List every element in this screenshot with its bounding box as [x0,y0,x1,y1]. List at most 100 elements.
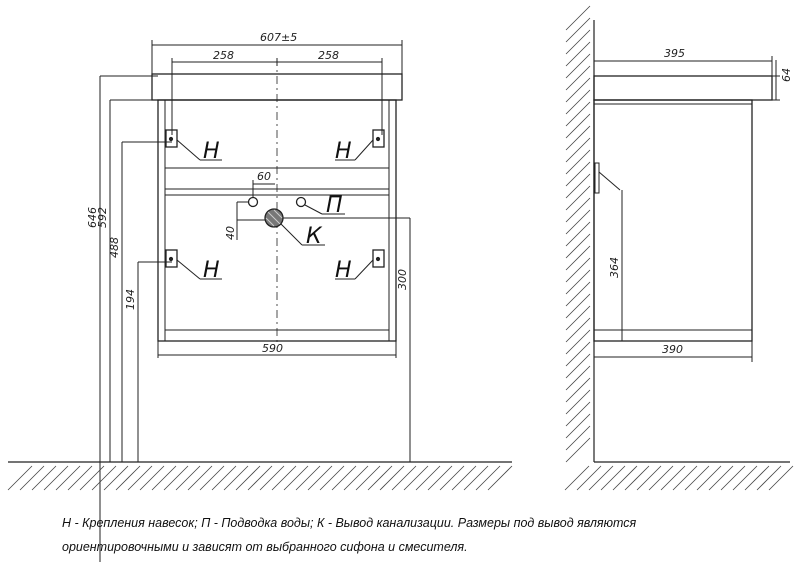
hatch-line [187,465,213,491]
hatch-line [565,89,591,115]
hatch-line [565,137,591,163]
hatch-line [624,465,650,491]
hatch-line [565,209,591,235]
hatch-line [367,465,393,491]
dim-spacing-left: 258 [213,49,234,62]
dim-drain-height: 300 [396,269,409,290]
hatch-line [565,17,591,43]
side-view [593,20,790,463]
hatch-line [565,65,591,91]
mount-bracket-tl [165,129,178,148]
hatch-line [636,465,662,491]
hatch-line [247,465,273,491]
side-wall-hatch [565,5,591,463]
hatch-line [91,465,117,491]
hatch-line [565,281,591,307]
hatch-line [565,173,591,199]
mount-bracket-tr [372,129,385,148]
mount-bracket-bl [165,249,178,268]
hatch-line [259,465,285,491]
hatch-line [576,465,602,491]
hatch-line [565,437,591,463]
dim-body-width: 590 [262,342,283,355]
hatch-line [175,465,201,491]
hatch-line [565,317,591,343]
hatch-line [115,465,141,491]
hatch-line [199,465,225,491]
hatch-line [648,465,674,491]
hatch-line [295,465,321,491]
hatch-line [403,465,429,491]
dim-height-194: 194 [124,289,137,310]
hatch-line [103,465,129,491]
hatch-line [565,161,591,187]
hatch-line [415,465,441,491]
hatch-line [565,329,591,355]
side-cabinet-body [593,99,753,342]
hatch-line [565,101,591,127]
dim-door-height: 364 [608,257,621,278]
hatch-line [391,465,417,491]
dim-bottom-depth: 390 [662,343,683,356]
hatch-line [139,465,165,491]
dim-top-depth: 395 [664,47,685,60]
hatch-line [565,77,591,103]
dim-height-488: 488 [108,237,121,258]
hatch-line [565,5,591,31]
hatch-line [211,465,237,491]
dim-pipe-offset: 60 [257,170,271,183]
hatch-line [565,233,591,259]
hatch-line [756,465,782,491]
dim-pipe-drop: 40 [224,226,237,240]
dim-height-646: 646 [86,207,99,228]
hatch-line [463,465,489,491]
hatch-line [67,465,93,491]
dim-overall-width: 607±5 [260,31,297,44]
hatch-line [475,465,501,491]
hatch-line [565,293,591,319]
hatch-line [565,53,591,79]
hatch-line [343,465,369,491]
hatch-line [565,149,591,175]
hatch-line [732,465,758,491]
hatch-line [163,465,189,491]
caption-line-1: Н - Крепления навесок; П - Подводка воды… [62,516,637,530]
hatch-line [588,465,614,491]
hatch-line [565,413,591,439]
water-inlet-left [247,196,259,208]
water-inlet-right [295,196,307,208]
hatch-line [565,197,591,223]
side-floor-hatch [564,465,794,491]
hatch-line [379,465,405,491]
hatch-line [271,465,297,491]
hatch-line [565,401,591,427]
hatch-line [565,125,591,151]
hatch-line [565,245,591,271]
front-view [8,40,512,562]
hatch-line [487,465,513,491]
hatch-line [283,465,309,491]
hatch-line [696,465,722,491]
hatch-line [43,465,69,491]
hatch-line [79,465,105,491]
hatch-line [19,465,45,491]
dim-height-592: 592 [96,207,109,228]
hatch-line [565,221,591,247]
hatch-line [744,465,770,491]
label-drain: К [306,224,323,249]
hatch-line [235,465,261,491]
hatch-line [439,465,465,491]
hatch-line [565,41,591,67]
label-mount-bl: Н [203,258,220,283]
hatch-line [565,389,591,415]
hatch-line [660,465,686,491]
hatch-line [565,425,591,451]
hatch-line [451,465,477,491]
hatch-line [151,465,177,491]
hatch-line [565,257,591,283]
hatch-line [672,465,698,491]
hatch-line [565,341,591,367]
hatch-line [612,465,638,491]
side-top-slab [593,75,773,101]
